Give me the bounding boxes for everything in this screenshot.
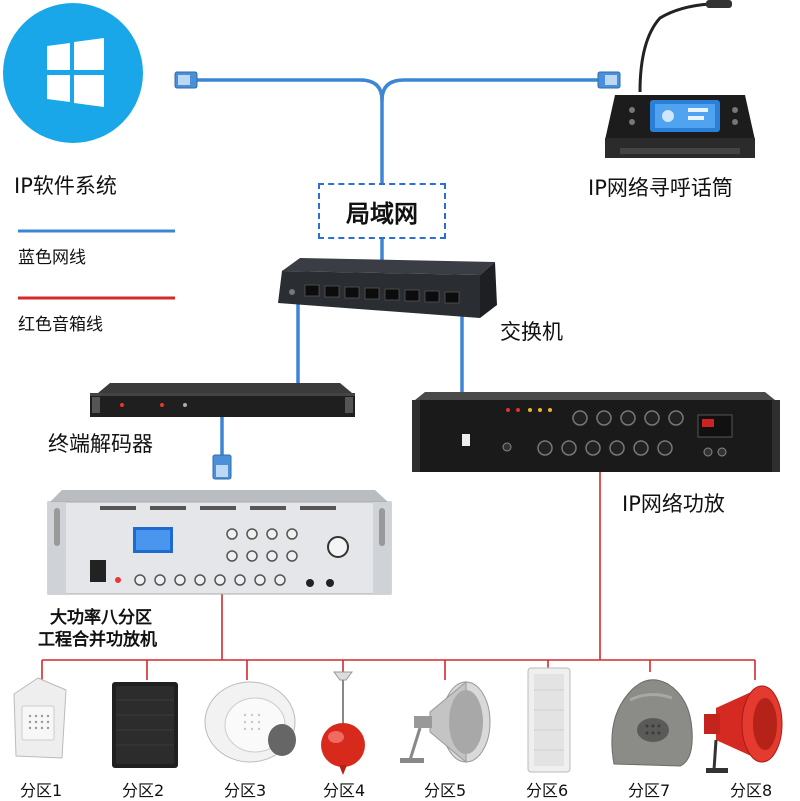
windows-logo-icon xyxy=(3,3,143,143)
switch-label: 交换机 xyxy=(500,320,563,344)
legend-blue-label: 蓝色网线 xyxy=(18,248,86,268)
legend-red-label: 红色音箱线 xyxy=(18,315,103,335)
mixer-amplifier-icon xyxy=(47,490,392,595)
zone-label-8: 分区8 xyxy=(730,781,773,800)
ip-paging-mic-label: IP网络寻呼话筒 xyxy=(588,176,733,200)
rj45-connector-icon xyxy=(597,71,621,89)
mixer-amp-label-line1: 大功率八分区 xyxy=(50,608,152,628)
network-cables xyxy=(193,78,602,457)
box-speaker-icon xyxy=(112,682,178,768)
zone-label-7: 分区7 xyxy=(628,781,671,800)
ip-amplifier-icon xyxy=(412,392,780,472)
rj45-connector-icon xyxy=(174,71,198,89)
network-switch-icon xyxy=(278,258,497,318)
mixer-amp-label-line2: 工程合并功放机 xyxy=(38,630,157,650)
zone-label-6: 分区6 xyxy=(526,781,569,800)
column-speaker-icon xyxy=(527,667,571,773)
ceiling-speaker-icon xyxy=(204,681,296,763)
zone-label-3: 分区3 xyxy=(224,781,267,800)
paging-microphone-icon xyxy=(605,0,755,158)
decoder-icon xyxy=(90,383,355,417)
wall-speaker-icon xyxy=(13,677,67,759)
pendant-speaker-icon xyxy=(321,671,365,775)
ip-software-label: IP软件系统 xyxy=(14,174,117,198)
horn-speaker-icon xyxy=(400,680,491,764)
lan-label: 局域网 xyxy=(346,199,418,228)
rj45-connector-icon xyxy=(212,454,232,480)
zone-label-1: 分区1 xyxy=(20,781,63,800)
decoder-label: 终端解码器 xyxy=(48,432,153,456)
zone-label-4: 分区4 xyxy=(323,781,366,800)
siren-horn-icon xyxy=(704,685,783,773)
zone-label-2: 分区2 xyxy=(122,781,165,800)
speaker-cables xyxy=(41,472,756,680)
lan-box: 局域网 xyxy=(318,183,446,239)
rock-speaker-icon xyxy=(611,679,693,767)
zone-label-5: 分区5 xyxy=(424,781,467,800)
ip-amplifier-label: IP网络功放 xyxy=(622,492,725,516)
